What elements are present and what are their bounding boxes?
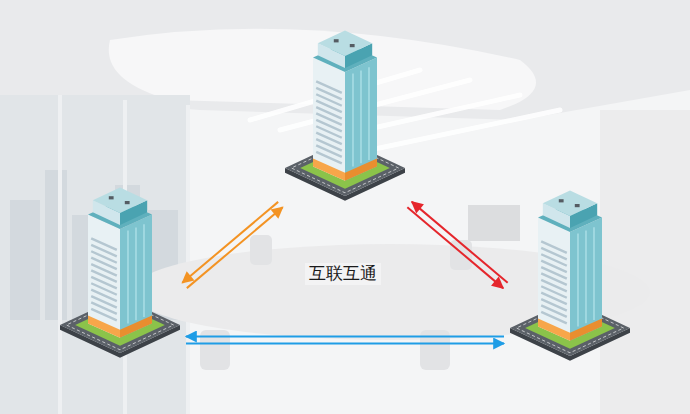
- connector-line: [186, 336, 504, 338]
- window: [0, 95, 190, 414]
- center-label: 互联互通: [305, 263, 381, 285]
- building-node: [510, 190, 630, 361]
- chairs: [200, 235, 472, 370]
- connector-line: [407, 207, 503, 288]
- building-node: [285, 30, 405, 201]
- connector-line: [182, 202, 278, 283]
- building-icon: [510, 190, 630, 360]
- wall-screen: [468, 205, 520, 241]
- connector-line: [187, 207, 283, 288]
- ceiling-lights: [250, 70, 560, 150]
- building-icon: [60, 187, 180, 357]
- bidirectional-connector: [182, 202, 282, 288]
- bidirectional-connector: [186, 337, 504, 344]
- right-wall: [600, 110, 690, 414]
- window-mullions: [60, 95, 188, 414]
- bidirectional-connector: [407, 202, 507, 288]
- building-node: [60, 187, 180, 358]
- building-icon: [285, 30, 405, 200]
- connector-line: [412, 202, 508, 283]
- connector-line: [186, 343, 504, 345]
